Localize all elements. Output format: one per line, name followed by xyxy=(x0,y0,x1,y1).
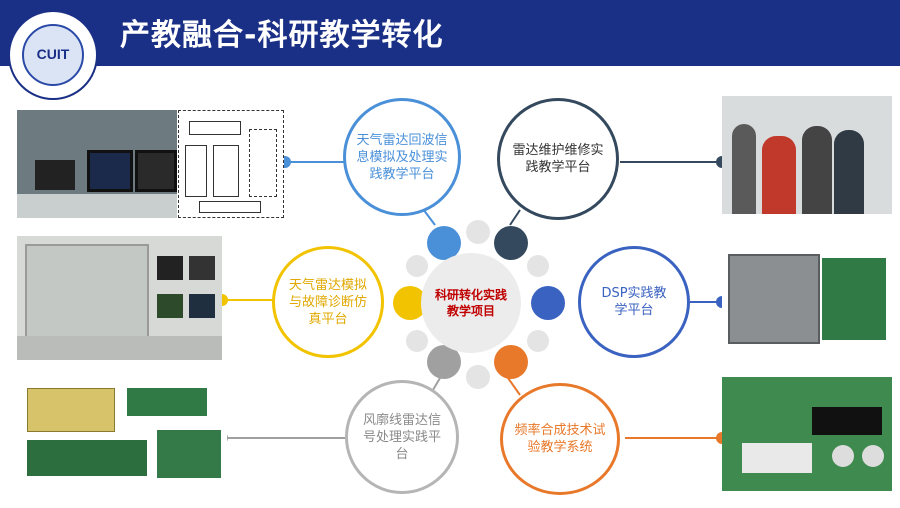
platform-wind-profiler: 风廓线雷达信号处理实践平台 xyxy=(345,380,459,494)
gray-dot xyxy=(466,365,490,389)
platform-dsp-label: DSP实践教学平台 xyxy=(601,286,667,318)
platform-freq-synth: 频率合成技术试验教学系统 xyxy=(500,383,620,495)
platform-radar-maintenance: 雷达维护维修实践教学平台 xyxy=(497,98,619,220)
gray-dot xyxy=(527,255,549,277)
accent-dot xyxy=(494,226,528,260)
center-hub: 科研转化实践教学项目 xyxy=(421,253,521,353)
students-lab-photo xyxy=(722,96,892,214)
platform-weather-echo: 天气雷达回波信息模拟及处理实践教学平台 xyxy=(343,98,461,216)
lab-monitors-photo xyxy=(17,110,177,218)
accent-dot xyxy=(531,286,565,320)
center-label: 科研转化实践教学项目 xyxy=(434,288,507,318)
block-diagram-image xyxy=(178,110,284,218)
circuit-boards-photo xyxy=(17,382,227,485)
gray-dot xyxy=(527,330,549,352)
university-logo: CUIT xyxy=(8,10,98,100)
platform-radar-maintenance-label: 雷达维护维修实践教学平台 xyxy=(512,143,604,175)
gray-dot xyxy=(406,255,428,277)
gray-dot xyxy=(466,220,490,244)
accent-dot xyxy=(494,345,528,379)
page-title: 产教融合-科研教学转化 xyxy=(120,18,444,53)
gray-dot xyxy=(406,330,428,352)
platform-wind-profiler-label: 风廓线雷达信号处理实践平台 xyxy=(362,412,441,462)
platform-weather-echo-label: 天气雷达回波信息模拟及处理实践教学平台 xyxy=(356,132,448,182)
platform-fault-sim: 天气雷达模拟与故障诊断仿真平台 xyxy=(272,246,384,358)
dsp-kit-photo xyxy=(722,244,892,356)
header-bar: 产教融合-科研教学转化 xyxy=(0,0,900,66)
platform-fault-sim-label: 天气雷达模拟与故障诊断仿真平台 xyxy=(288,277,367,327)
platform-freq-synth-label: 频率合成技术试验教学系统 xyxy=(514,423,606,455)
freq-synth-board-photo xyxy=(722,377,892,491)
platform-dsp: DSP实践教学平台 xyxy=(578,246,690,358)
radar-cabinet-photo xyxy=(17,236,222,360)
